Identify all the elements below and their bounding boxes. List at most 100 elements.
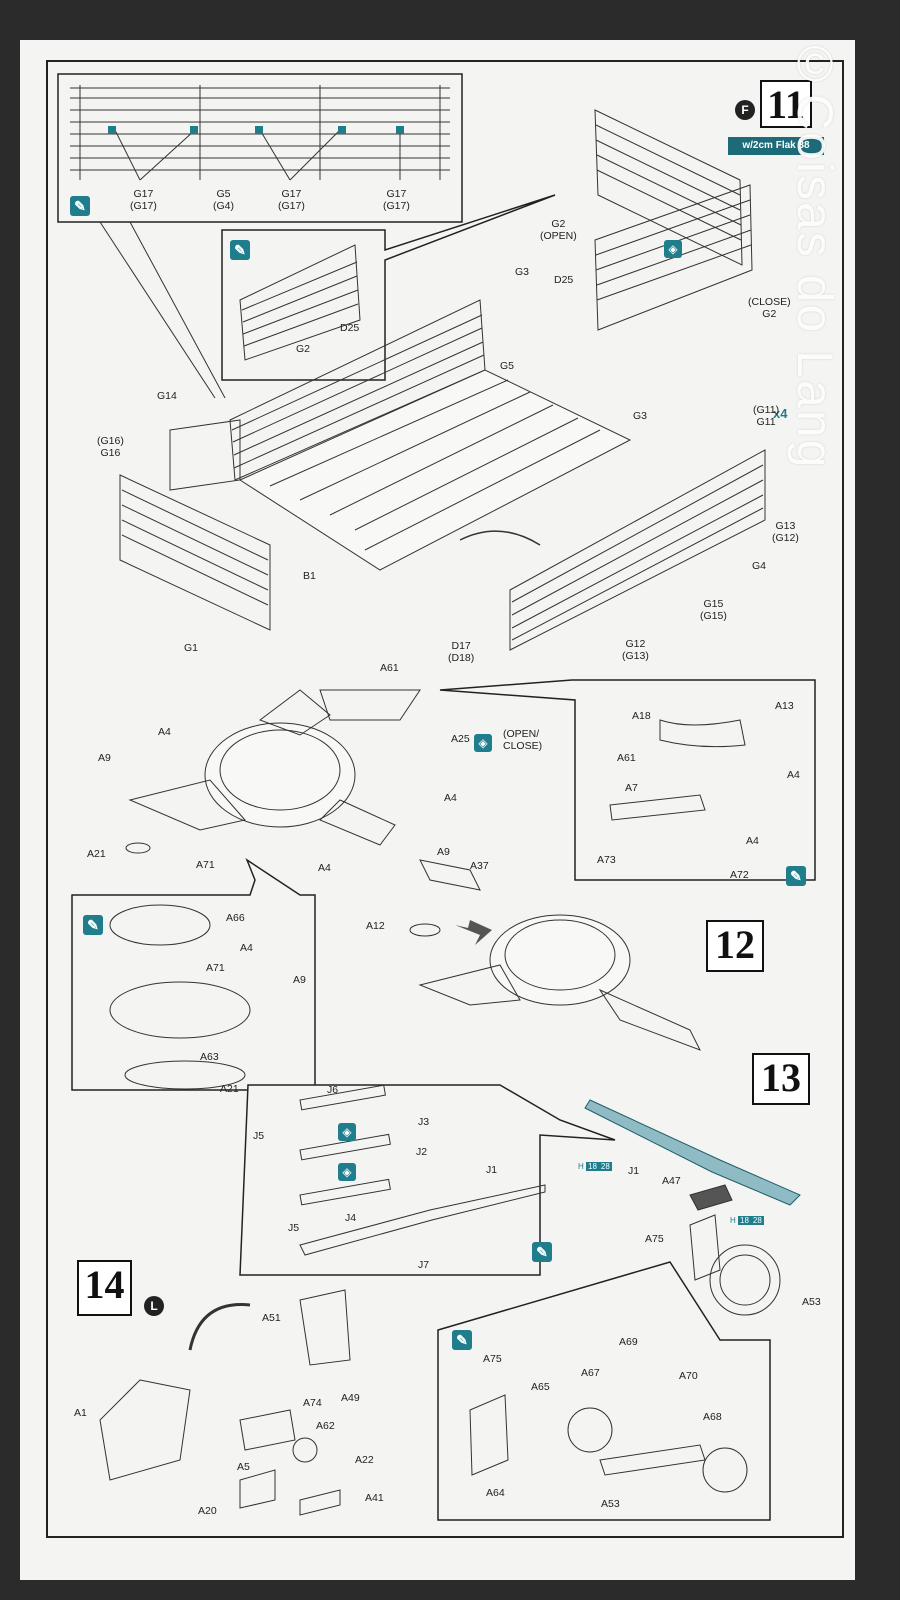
part-label: A37 [470, 860, 489, 872]
part-label: G17 (G17) [130, 188, 157, 212]
part-label: A13 [775, 700, 794, 712]
part-label: A67 [581, 1367, 600, 1379]
step-14-badge: L [144, 1296, 164, 1316]
paint-icon: ✎ [230, 240, 250, 260]
gun-drawing [239, 1084, 801, 1521]
part-label: (G16) G16 [97, 435, 124, 459]
part-label: A68 [703, 1411, 722, 1423]
paint-icon: ✎ [786, 866, 806, 886]
part-label: D17 (D18) [448, 640, 475, 664]
part-label: G5 [500, 360, 515, 372]
part-label: A4 [158, 726, 171, 738]
part-label: A9 [293, 974, 306, 986]
part-label: A9 [437, 846, 450, 858]
part-label: A4 [444, 792, 457, 804]
part-label: G13 (G12) [772, 520, 799, 544]
part-label: G5 (G4) [213, 188, 234, 212]
part-label: A71 [196, 859, 215, 871]
part-label: A64 [486, 1487, 505, 1499]
sight-drawing [99, 1289, 351, 1516]
part-label: J6 [327, 1084, 339, 1096]
part-label: G12 (G13) [622, 638, 649, 662]
part-label: J3 [418, 1116, 430, 1128]
part-label: A72 [730, 869, 749, 881]
part-label: A7 [625, 782, 638, 794]
paint-icon: ✎ [452, 1330, 472, 1350]
part-label: A53 [802, 1296, 821, 1308]
part-label: A51 [262, 1312, 281, 1324]
quantity-x4: x4 [773, 406, 788, 421]
part-label: J7 [418, 1259, 430, 1271]
step-11-number: 11 [760, 80, 812, 128]
part-label: J5 [253, 1130, 265, 1142]
part-label: J4 [345, 1212, 357, 1224]
option-icon: ◈ [338, 1163, 356, 1181]
step-13-number: 13 [752, 1053, 810, 1105]
part-label: G15 (G15) [700, 598, 727, 622]
part-label: A25 [451, 733, 470, 745]
part-label: A62 [316, 1420, 335, 1432]
part-label: A74 [303, 1397, 322, 1409]
part-label: A4 [787, 769, 800, 781]
tailgate-inset-box [57, 73, 463, 223]
part-label: A73 [597, 854, 616, 866]
part-label: A71 [206, 962, 225, 974]
part-label: G4 [752, 560, 767, 572]
part-label: G17 (G17) [383, 188, 410, 212]
paint-icon: ✎ [70, 196, 90, 216]
part-label: A75 [645, 1233, 664, 1245]
part-label: A69 [619, 1336, 638, 1348]
page-frame [46, 60, 844, 1538]
part-label: A12 [366, 920, 385, 932]
part-label: A61 [617, 752, 636, 764]
step-12-number: 12 [706, 920, 764, 972]
part-label: A4 [746, 835, 759, 847]
part-label: A49 [341, 1392, 360, 1404]
part-label: A70 [679, 1370, 698, 1382]
part-label: J2 [416, 1146, 428, 1158]
part-label: G1 [184, 642, 199, 654]
variant-label: w/2cm Flak 38 [728, 137, 824, 155]
part-label: D25 [554, 274, 574, 286]
part-label: G2 [296, 343, 311, 355]
part-label: A53 [601, 1498, 620, 1510]
truck-bed-drawing [119, 109, 766, 651]
part-label: A22 [355, 1454, 374, 1466]
part-label: A20 [198, 1505, 217, 1517]
part-label: (CLOSE) G2 [748, 296, 791, 320]
part-label: A18 [632, 710, 651, 722]
part-label: G3 [515, 266, 530, 278]
part-label: G2 (OPEN) [540, 218, 577, 242]
part-label: J1 [628, 1165, 640, 1177]
part-label: D25 [340, 322, 360, 334]
part-label: A63 [200, 1051, 219, 1063]
step-11-badge: F [735, 100, 755, 120]
part-label: A61 [380, 662, 399, 674]
part-label: G14 [157, 390, 177, 402]
part-label: G3 [633, 410, 648, 422]
paint-icon: ✎ [83, 915, 103, 935]
part-label: A5 [237, 1461, 250, 1473]
part-label: (OPEN/ CLOSE) [503, 728, 543, 752]
part-label: (G11) G11 [753, 404, 780, 428]
part-label: J5 [288, 1222, 300, 1234]
step-14-number: 14 [77, 1260, 132, 1316]
part-label: B1 [303, 570, 316, 582]
part-label: A66 [226, 912, 245, 924]
part-label: A47 [662, 1175, 681, 1187]
tailgate-inset-2 [221, 194, 556, 381]
part-label: A65 [531, 1381, 550, 1393]
part-label: A41 [365, 1492, 384, 1504]
part-label: A1 [74, 1407, 87, 1419]
option-icon: ◈ [474, 734, 492, 752]
part-label: A4 [318, 862, 331, 874]
option-icon: ◈ [338, 1123, 356, 1141]
part-label: A4 [240, 942, 253, 954]
part-label: A9 [98, 752, 111, 764]
mount-base-drawing [71, 679, 816, 1091]
option-icon: ◈ [664, 240, 682, 258]
part-label: A21 [87, 848, 106, 860]
